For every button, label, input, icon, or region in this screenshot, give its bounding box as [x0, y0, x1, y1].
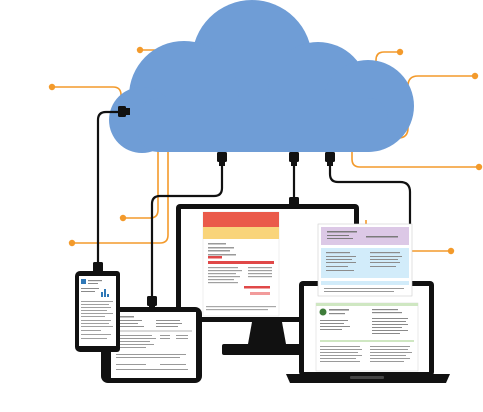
callout-dot	[136, 46, 144, 54]
connector-plug-icon	[289, 152, 299, 166]
floating-statement-document	[317, 223, 413, 297]
tablet-document	[116, 316, 192, 370]
callout-line-top-right	[375, 51, 400, 72]
phone-device	[75, 271, 120, 352]
callout-dot	[471, 72, 479, 80]
connector-plug-icon	[118, 106, 130, 117]
connector-plug-icon	[325, 152, 335, 166]
callout-dot	[48, 83, 56, 91]
callout-dot	[475, 163, 483, 171]
callout-dot	[396, 48, 404, 56]
logo-icon	[319, 308, 327, 316]
monitor-invoice-document	[202, 211, 280, 317]
callout-dot	[447, 247, 455, 255]
callout-line-left-mid	[123, 140, 159, 219]
callout-dot	[119, 214, 127, 222]
laptop-trackpad-notch	[350, 376, 384, 379]
cable-to-phone	[96, 110, 120, 268]
cable-to-laptop	[328, 162, 412, 280]
cloud-icon	[109, 0, 414, 153]
invoice-header-red	[203, 212, 279, 227]
cable-to-tablet	[150, 162, 224, 302]
laptop-doc-green-band	[316, 303, 418, 306]
callout-dots	[48, 46, 483, 255]
monitor-base	[222, 344, 312, 355]
laptop-document	[315, 302, 419, 372]
callout-line-left-low	[72, 140, 169, 244]
callout-line-right-mid	[351, 150, 479, 168]
invoice-header-yellow	[203, 227, 279, 239]
connector-plug-icon	[217, 152, 227, 166]
callout-dot	[68, 239, 76, 247]
phone-document	[81, 279, 113, 339]
callout-line-left	[52, 86, 122, 112]
monitor-stand	[248, 322, 286, 344]
laptop-device	[286, 281, 450, 383]
tablet-device	[101, 307, 202, 383]
